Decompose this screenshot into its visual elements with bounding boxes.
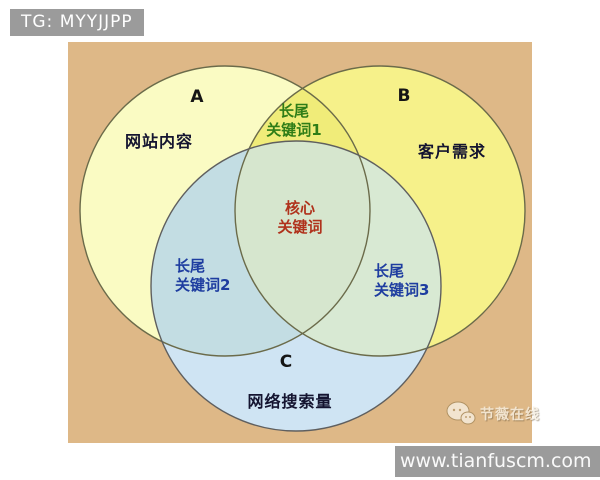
- footer-url-bar: www.tianfuscm.com: [395, 446, 600, 477]
- core-label: 核心 关键词: [277, 199, 322, 237]
- chat-bubbles-icon: [446, 401, 476, 425]
- overlap-bc-line2: 关键词3: [374, 281, 430, 299]
- telegram-badge: TG: MYYJJPP: [10, 9, 144, 36]
- circle-b-outline: [234, 65, 526, 357]
- circle-a-outline: [79, 65, 371, 357]
- overlap-ac-line1: 长尾: [175, 257, 206, 275]
- overlap-ab-label: 长尾 关键词1: [266, 102, 321, 140]
- circle-c-outline: [150, 140, 442, 432]
- overlap-ac-label: 长尾 关键词2: [175, 257, 230, 295]
- circle-b-letter: B: [397, 86, 411, 106]
- core-line2: 关键词: [277, 218, 323, 236]
- overlap-bc-label: 长尾 关键词3: [374, 262, 429, 300]
- overlap-bc-line1: 长尾: [374, 262, 405, 280]
- watermark: 节薇在线: [446, 401, 540, 426]
- circle-c-letter: C: [279, 352, 293, 372]
- overlap-ab-line2: 关键词1: [266, 121, 322, 139]
- overlap-abc-fill: [235, 141, 370, 356]
- circle-c-label: 网络搜索量: [247, 392, 333, 411]
- overlap-ac-line2: 关键词2: [175, 276, 231, 294]
- circle-b-label: 客户需求: [417, 142, 487, 161]
- watermark-text: 节薇在线: [480, 406, 540, 423]
- core-line1: 核心: [284, 199, 316, 217]
- circle-a-letter: A: [190, 87, 204, 107]
- circle-a-label: 网站内容: [124, 132, 194, 151]
- overlap-ab-line1: 长尾: [278, 102, 309, 120]
